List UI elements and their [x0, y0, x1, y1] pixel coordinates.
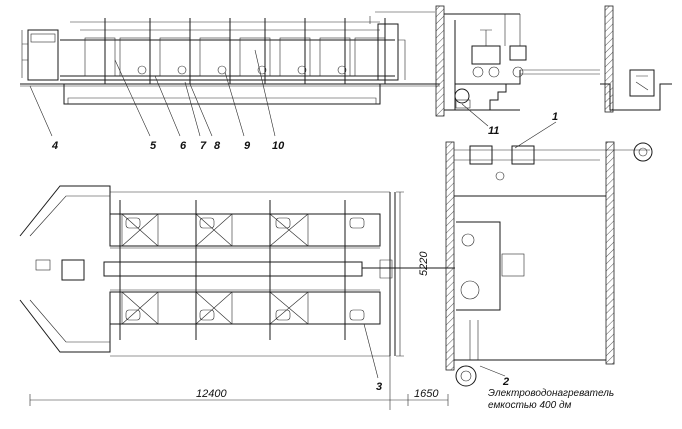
- callout-9: 9: [244, 140, 251, 152]
- dimension-lines: [29, 191, 449, 410]
- heater-note-line1: Электроводонагреватель: [488, 388, 614, 399]
- callout-7: 7: [200, 140, 207, 152]
- elevation-view: [20, 5, 672, 117]
- top-leaders: [29, 49, 489, 137]
- callout-8: 8: [214, 140, 221, 152]
- bottom-leaders: [363, 121, 557, 379]
- callout-4: 4: [51, 140, 58, 152]
- dimension-length-total: 12400: [196, 388, 227, 400]
- service-room-plan: [445, 141, 653, 387]
- callout-5: 5: [150, 140, 157, 152]
- callout-10: 10: [272, 140, 285, 152]
- callout-6: 6: [180, 140, 187, 152]
- plan-view: [19, 185, 455, 357]
- callout-1: 1: [552, 111, 558, 123]
- heater-note-line2: емкостью 400 дм: [488, 400, 571, 411]
- dimension-length-side: 1650: [414, 388, 439, 400]
- callout-3: 3: [376, 381, 382, 393]
- callout-11: 11: [488, 125, 499, 137]
- dimension-width: 5220: [418, 251, 430, 276]
- callout-2: 2: [502, 376, 509, 388]
- callout-labels: 1 2 3 4 5 6 7 8 9 10 11: [51, 111, 558, 393]
